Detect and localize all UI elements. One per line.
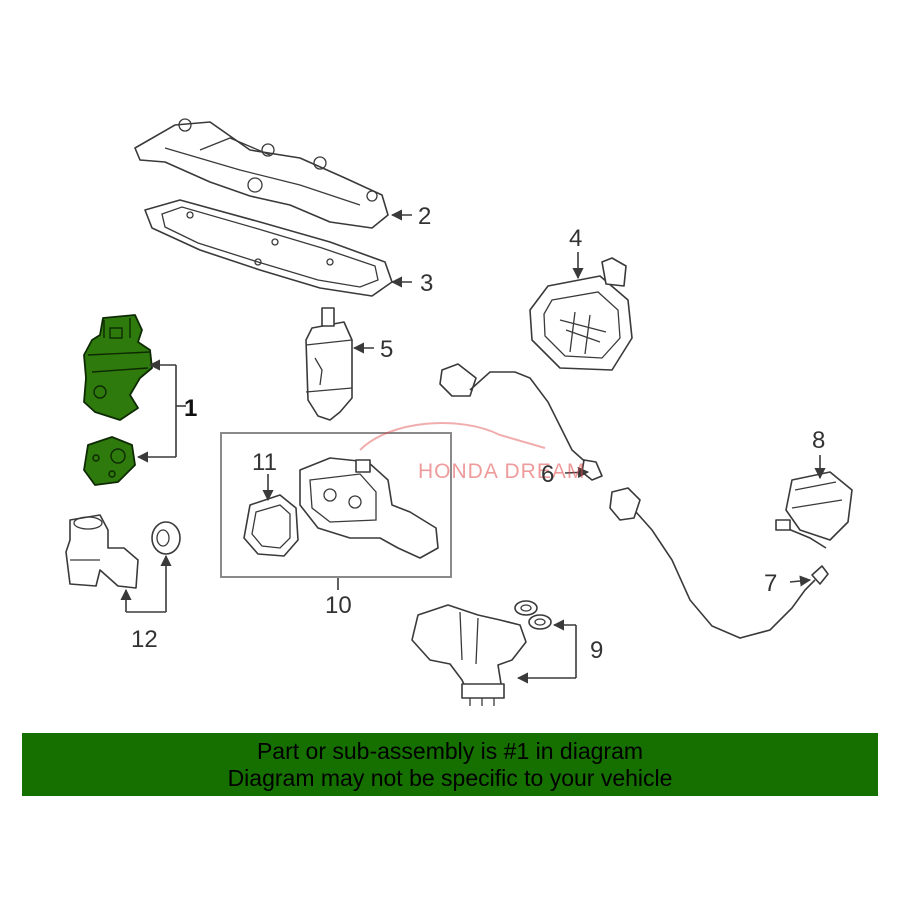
callout-3[interactable]: 3 (420, 270, 433, 297)
callout-12[interactable]: 12 (131, 626, 158, 653)
banner-line-1: Part or sub-assembly is #1 in diagram (256, 737, 644, 764)
part-3-gasket[interactable] (144, 199, 393, 297)
callout-7[interactable]: 7 (764, 570, 777, 597)
callout-4[interactable]: 4 (569, 225, 582, 252)
watermark: HONDA DREAM (359, 422, 585, 483)
callout-10[interactable]: 10 (325, 592, 352, 619)
part-6-sensor[interactable] (439, 363, 603, 481)
part-12-sensor[interactable] (65, 514, 139, 589)
part-1-egr-gasket[interactable] (83, 436, 136, 486)
part-12-grommet[interactable] (151, 521, 181, 555)
leader-lines (120, 209, 826, 684)
part-2-cover[interactable] (134, 118, 389, 229)
watermark-text: HONDA DREAM (418, 460, 585, 483)
part-4-cover[interactable] (529, 257, 633, 371)
callout-9[interactable]: 9 (590, 637, 603, 664)
part-1-egr-valve[interactable] (83, 314, 153, 421)
banner-line-2: Diagram may not be specific to your vehi… (227, 764, 673, 791)
callout-5[interactable]: 5 (380, 336, 393, 363)
part-10-group (220, 432, 452, 578)
part-7-sensor[interactable] (609, 487, 829, 639)
info-banner: Part or sub-assembly is #1 in diagram Di… (22, 733, 878, 796)
callout-1[interactable]: 1 (184, 395, 197, 422)
part-9-purge-valve[interactable] (411, 604, 527, 706)
part-5-canister[interactable] (305, 307, 353, 421)
callout-8[interactable]: 8 (812, 427, 825, 454)
part-9-o-rings[interactable] (514, 600, 552, 630)
callout-11[interactable]: 11 (252, 449, 277, 476)
callout-2[interactable]: 2 (418, 203, 431, 230)
part-11-gasket[interactable] (243, 494, 299, 557)
callout-6[interactable]: 6 (541, 461, 554, 488)
part-8-coil[interactable] (775, 471, 853, 549)
part-10-iac-valve[interactable] (299, 457, 439, 559)
